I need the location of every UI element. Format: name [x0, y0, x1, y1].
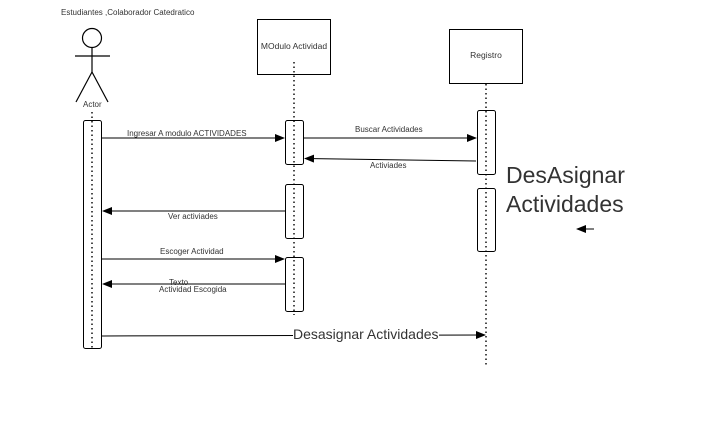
actor-activation-bar — [83, 120, 102, 349]
msg-actividades-arrow — [304, 154, 477, 163]
msg-texto-label: Texto — [169, 278, 189, 287]
msg-actividades-label: Activiades — [370, 161, 407, 170]
modulo-actividad-title-wrap: MOdulo Actividad — [258, 41, 330, 51]
note-line-2: Actividades — [506, 191, 624, 217]
msg-ingresar-label: Ingresar A modulo ACTIVIDADES — [127, 129, 247, 138]
actor-figure — [75, 27, 110, 103]
modulo-activation-3 — [285, 257, 304, 312]
msg-desasignar-label: Desasignar Actividades — [293, 326, 439, 342]
note-title: DesAsignar Actividades — [506, 161, 625, 219]
registro-title-wrap: Registro — [450, 50, 522, 60]
actor-label: Actor — [83, 100, 102, 109]
modulo-activation-2 — [285, 184, 304, 239]
msg-escogida-label: Actividad Escogida — [159, 285, 227, 294]
msg-ver-label: Ver activiades — [168, 212, 218, 221]
registro-activation-2 — [477, 188, 496, 252]
registro-title: Registro — [470, 50, 502, 60]
modulo-actividad-title: MOdulo Actividad — [260, 41, 328, 51]
msg-buscar-label: Buscar Actividades — [355, 125, 423, 134]
actor-title: Estudiantes ,Colaborador Catedratico — [61, 8, 195, 17]
msg-escoger-label: Escoger Actividad — [160, 247, 224, 256]
registro-box[interactable] — [449, 29, 523, 84]
modulo-activation-1 — [285, 120, 304, 165]
registro-activation-1 — [477, 110, 496, 175]
modulo-actividad-box[interactable] — [257, 19, 331, 75]
note-line-1: DesAsignar — [506, 162, 625, 188]
